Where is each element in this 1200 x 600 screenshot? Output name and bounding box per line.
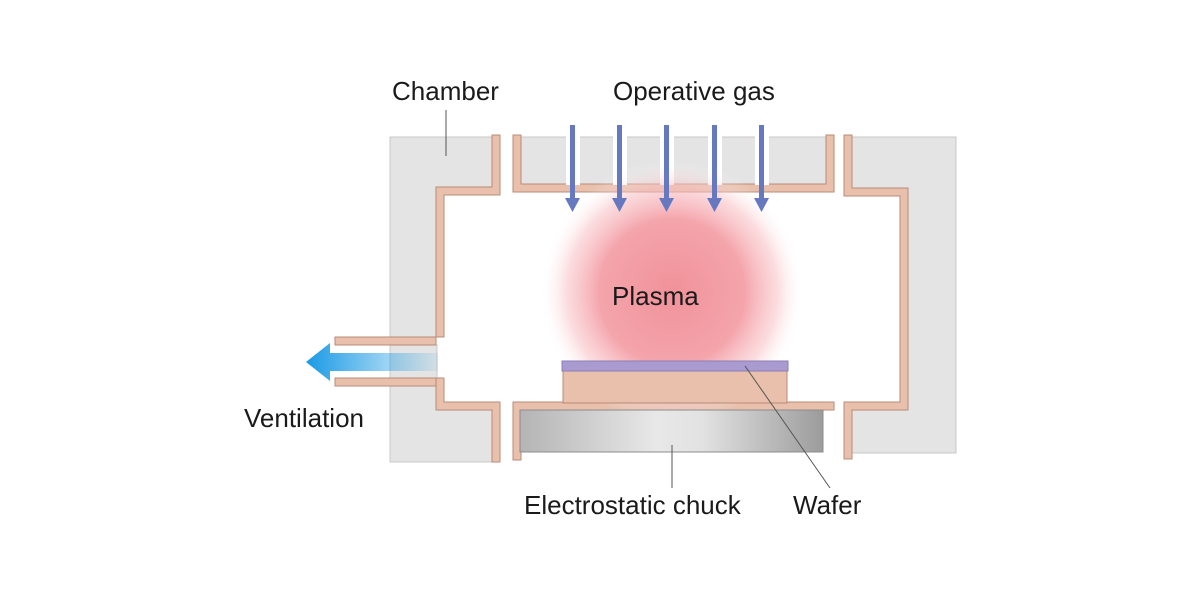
- gas-arrow: [754, 125, 769, 212]
- wafer: [561, 360, 789, 372]
- gas-arrow: [612, 125, 627, 212]
- liner-left-upper: [435, 134, 501, 338]
- operative-gas-label: Operative gas: [613, 76, 775, 106]
- plasma-glow: [540, 160, 804, 424]
- liner-left-lower: [435, 377, 501, 463]
- leader-lines: [445, 110, 831, 489]
- gas-arrow: [565, 125, 580, 212]
- ventilation-arrow: [306, 343, 438, 381]
- wafer-label: Wafer: [793, 490, 862, 520]
- vent-pipe-lower: [334, 377, 437, 387]
- liner-right: [843, 134, 909, 460]
- wafer-leader: [744, 365, 831, 489]
- chamber-label: Chamber: [392, 76, 499, 106]
- plasma-label: Plasma: [612, 281, 699, 311]
- operative-gas-arrows: [565, 125, 769, 212]
- gas-arrow: [659, 125, 674, 212]
- gas-arrow: [707, 125, 722, 212]
- ventilation-label: Ventilation: [244, 403, 364, 433]
- pedestal: [562, 369, 788, 404]
- electrostatic-chuck-label: Electrostatic chuck: [524, 490, 741, 520]
- vent-pipe-upper: [334, 336, 437, 346]
